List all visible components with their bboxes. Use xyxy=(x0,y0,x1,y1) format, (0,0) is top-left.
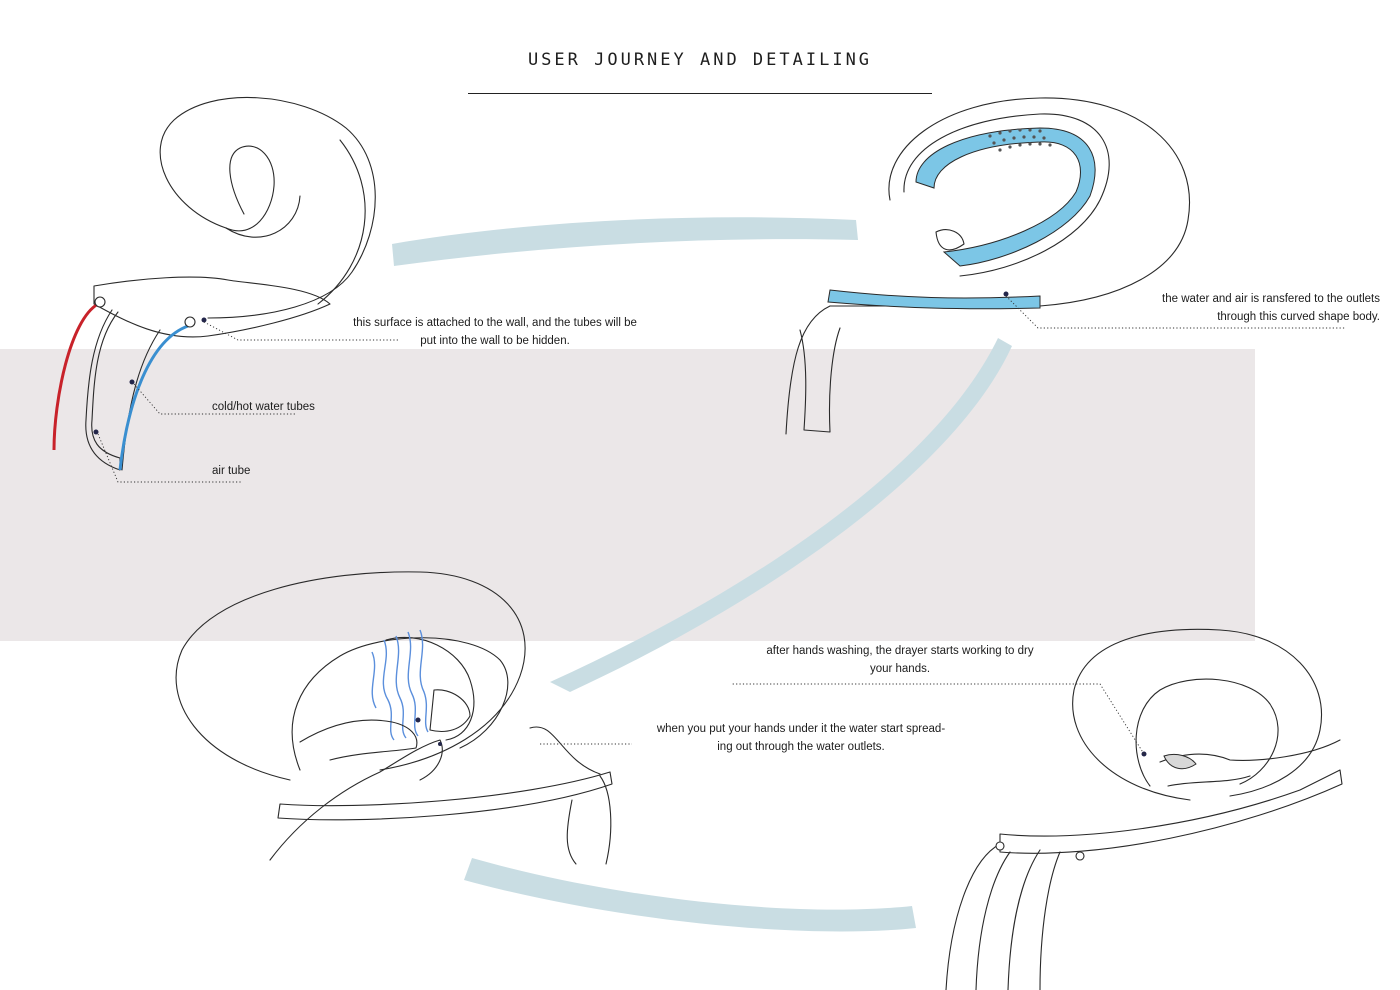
wall-surface-annotation: this surface is attached to the wall, an… xyxy=(318,314,672,350)
washing-hands-drawing xyxy=(175,571,632,865)
wall-surface-line-1: this surface is attached to the wall, an… xyxy=(353,317,637,329)
flow-arrow-top xyxy=(392,217,858,266)
spreading-line-2: ing out through the water outlets. xyxy=(717,741,885,753)
dryer-line-2: your hands. xyxy=(869,663,931,675)
drying-hands-drawing xyxy=(732,628,1343,990)
water-tubes-annotation: cold/hot water tubes xyxy=(212,401,315,413)
background-band xyxy=(0,349,1255,641)
transfer-line-2: through this curved shape body. xyxy=(1217,311,1380,323)
flow-arrow-diagonal xyxy=(550,338,1012,692)
title-underline xyxy=(468,93,932,94)
wall-surface-line-2: put into the wall to be hidden. xyxy=(420,335,570,347)
spreading-line-1: when you put your hands under it the wat… xyxy=(656,723,946,735)
spreading-annotation: when you put your hands under it the wat… xyxy=(626,720,976,756)
flow-arrow-bottom xyxy=(464,858,916,932)
water-outlet-drawing xyxy=(785,97,1346,435)
dryer-annotation: after hands washing, the drayer starts w… xyxy=(740,642,1060,678)
page-title: USER JOURNEY AND DETAILING xyxy=(527,50,873,70)
transfer-annotation: the water and air is ransfered to the ou… xyxy=(1080,290,1380,326)
transfer-line-1: the water and air is ransfered to the ou… xyxy=(1162,293,1380,305)
air-tube-annotation: air tube xyxy=(212,465,251,477)
dryer-line-1: after hands washing, the drayer starts w… xyxy=(766,645,1034,657)
tap-unit-detail-drawing xyxy=(52,96,398,483)
